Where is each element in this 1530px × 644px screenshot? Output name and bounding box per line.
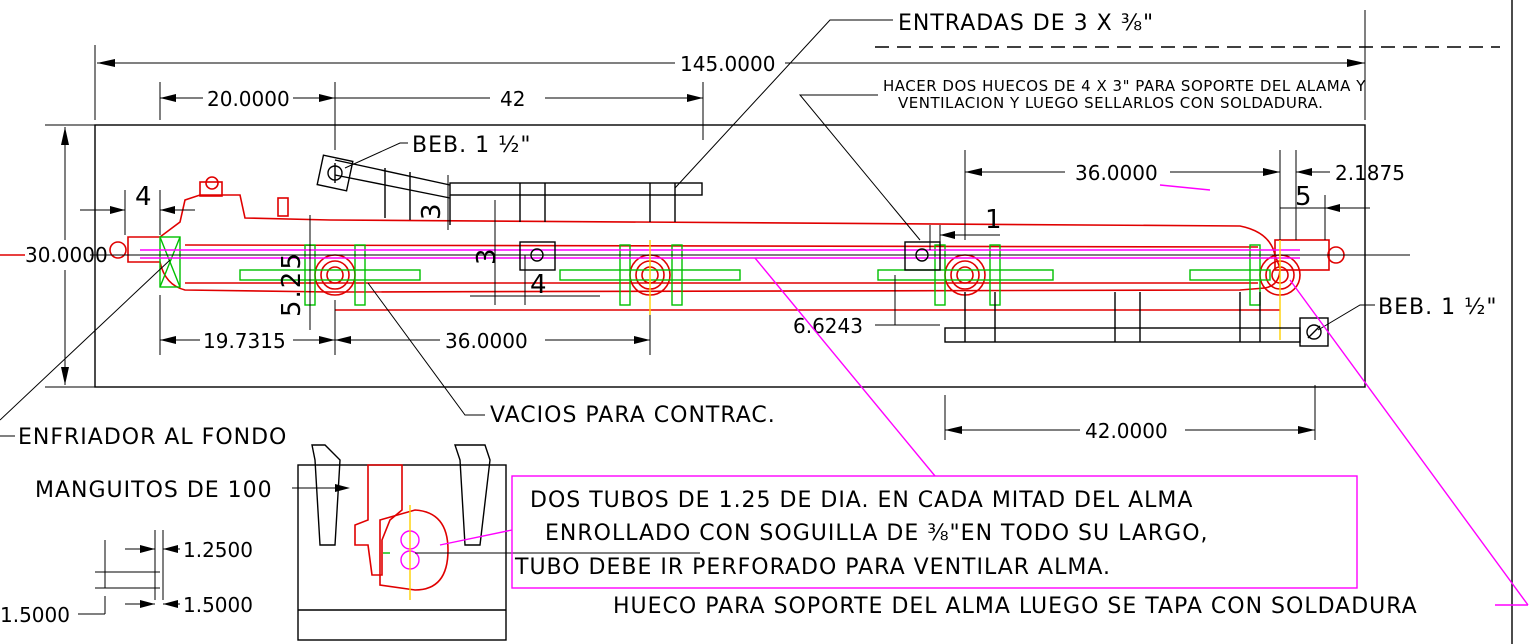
dim-1: 1 (985, 205, 1004, 235)
dim-525: 5.25 (277, 251, 307, 317)
manguitos-label: MANGUITOS DE 100 (35, 478, 273, 503)
hueco-note: HUECO PARA SOPORTE DEL ALMA LUEGO SE TAP… (613, 279, 1529, 619)
dim-3-riser: 3 (417, 201, 447, 220)
dim-height: 30.0000 (0, 124, 108, 388)
dim-2-1875: 2.1875 (1335, 161, 1405, 185)
svg-text:ENFRIADOR AL FONDO: ENFRIADOR AL FONDO (18, 425, 287, 450)
enfriador-note: ENFRIADOR AL FONDO (0, 259, 287, 450)
svg-text:DOS TUBOS DE 1.25 DE DIA. EN C: DOS TUBOS DE 1.25 DE DIA. EN CADA MITAD … (530, 488, 1193, 513)
gating-system (316, 154, 1329, 347)
dim-3-mid: 3 (472, 246, 502, 265)
dim-1-5-section-a: 1.5000 (0, 603, 70, 627)
svg-text:HACER DOS HUECOS DE 4 X 3" PA: HACER DOS HUECOS DE 4 X 3" PARA SOPORTE … (883, 77, 1366, 95)
dim-4-mid: 4 (530, 270, 549, 300)
dim-145-label: 145.0000 (680, 52, 775, 76)
svg-text:VENTILACION Y LUEGO SELLARLOS: VENTILACION Y LUEGO SELLARLOS CON SOLDAD… (898, 94, 1323, 112)
dim-42-bottom: 42.0000 (1085, 419, 1168, 443)
svg-text:BEB. 1 ½": BEB. 1 ½" (412, 133, 532, 158)
inner-dimensions: 4 3 3 4 5.25 1 36.0000 2.1875 (80, 150, 1405, 443)
hacer-huecos-note: HACER DOS HUECOS DE 4 X 3" PARA SOPORTE … (798, 77, 1366, 241)
dim-19-label: 19.7315 (203, 329, 286, 353)
dim-36-right: 36.0000 (1075, 161, 1158, 185)
section-view: MANGUITOS DE 100 (35, 444, 700, 641)
core-vent-note: DOS TUBOS DE 1.25 DE DIA. EN CADA MITAD … (439, 257, 1358, 589)
svg-text:ENROLLADO CON SOGUILLA DE ⅜"EN: ENROLLADO CON SOGUILLA DE ⅜"EN TODO SU L… (545, 521, 1209, 546)
dim-5: 5 (1295, 182, 1314, 212)
beb-right-note: BEB. 1 ½" (1317, 295, 1498, 331)
dim-20-label: 20.0000 (207, 87, 290, 111)
dim-42-label: 42 (500, 87, 525, 111)
dim-1-25-section: 1.2500 (183, 538, 253, 562)
dim-36-bottom: 36.0000 (445, 329, 528, 353)
dim-4-left: 4 (135, 182, 154, 212)
dim-1-5-section-b: 1.5000 (183, 593, 253, 617)
main-view-frame (94, 124, 1366, 388)
dim-left-offset: 20.0000 42 (159, 82, 704, 150)
svg-text:TUBO DEBE IR PERFORADO PARA VE: TUBO DEBE IR PERFORADO PARA VENTILAR ALM… (514, 555, 1111, 580)
svg-text:ENTRADAS DE 3 X ⅜": ENTRADAS DE 3 X ⅜" (898, 11, 1154, 36)
entradas-note: ENTRADAS DE 3 X ⅜" (674, 11, 1154, 189)
svg-text:BEB. 1 ½": BEB. 1 ½" (1378, 295, 1498, 320)
dim-overall-length: 145.0000 (94, 10, 1366, 120)
beb-left-note: BEB. 1 ½" (344, 133, 532, 169)
svg-text:HUECO PARA SOPORTE DEL ALMA L: HUECO PARA SOPORTE DEL ALMA LUEGO SE TAP… (613, 594, 1418, 619)
svg-text:VACIOS PARA CONTRAC.: VACIOS PARA CONTRAC. (490, 403, 776, 428)
vacios-note: VACIOS PARA CONTRAC. (367, 282, 776, 428)
section-dimensions: 1.2500 1.5000 1.5000 (0, 530, 253, 627)
